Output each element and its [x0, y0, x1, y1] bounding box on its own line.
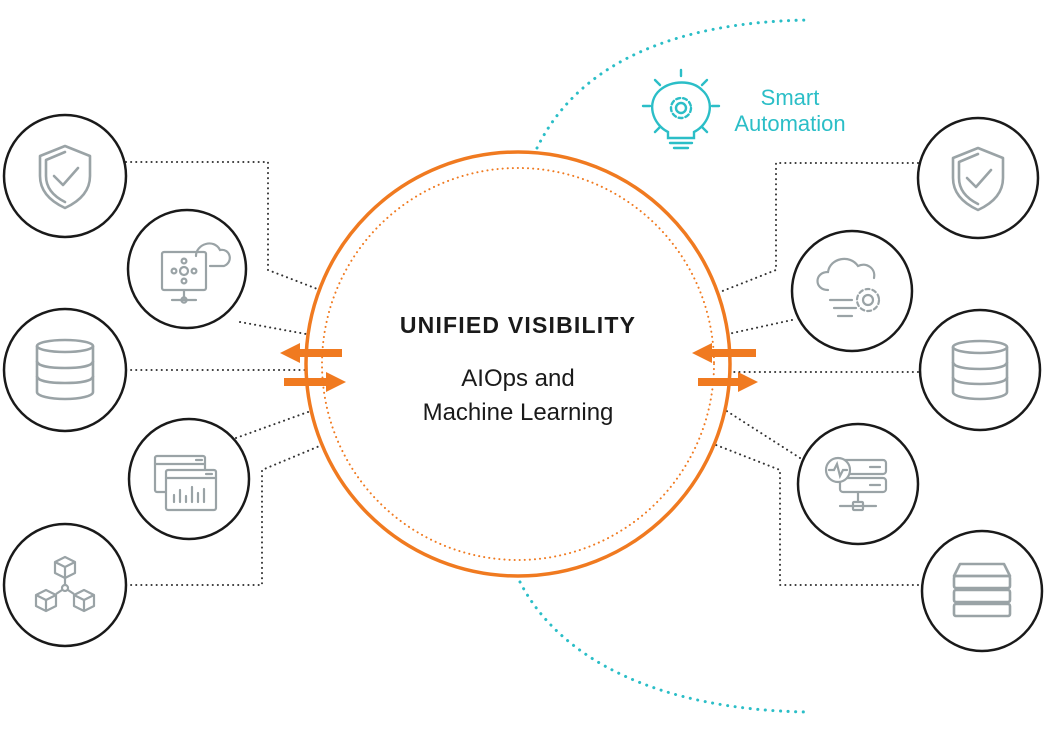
cloud-gear-icon [816, 257, 881, 318]
left-node-monitor-cloud [126, 208, 248, 330]
left-connectors [125, 161, 323, 586]
teal-arc-bottom [518, 580, 810, 714]
right-node-database [918, 308, 1042, 432]
left-node-cubes [2, 522, 128, 648]
arrow-right-outgoing-icon [698, 372, 758, 392]
center-subtitle: AIOps and Machine Learning [318, 362, 718, 430]
smart-automation-label: Smart Automation [722, 85, 858, 137]
database-icon [35, 338, 95, 401]
right-node-shield [916, 116, 1040, 240]
left-node-shield [2, 113, 128, 239]
right-connectors [715, 162, 919, 586]
shield-check-icon [38, 144, 92, 210]
center-subtitle-line2: Machine Learning [422, 399, 614, 426]
center-title: UNIFIED VISIBILITY [399, 312, 637, 338]
central-circle-outer [304, 150, 732, 578]
connected-cubes-icon [34, 555, 96, 613]
center-subtitle-line1: AIOps and [461, 365, 575, 392]
lightbulb-gear-icon [641, 68, 721, 150]
right-node-storage [920, 529, 1044, 653]
arrow-left-incoming-icon [692, 343, 756, 363]
right-node-server-pulse [796, 422, 920, 546]
monitor-network-cloud-icon [160, 242, 231, 304]
right-arrows [692, 343, 758, 392]
left-arrows [280, 343, 346, 392]
teal-arc-top [535, 18, 810, 150]
arrow-right-incoming-icon [284, 372, 346, 392]
smart-automation-line2: Automation [734, 111, 846, 136]
smart-automation-line1: Smart [760, 85, 820, 110]
shield-check-icon [951, 146, 1005, 212]
arrow-left-outgoing-icon [280, 343, 342, 363]
left-node-database [2, 307, 128, 433]
right-node-cloud-gear [790, 229, 914, 353]
server-pulse-icon [824, 456, 888, 512]
browser-windows-chart-icon [153, 454, 218, 512]
left-node-browser-chart [127, 417, 251, 541]
database-icon [951, 339, 1009, 401]
central-circle-inner-dotted [321, 167, 715, 561]
stacked-storage-icon [952, 562, 1012, 618]
